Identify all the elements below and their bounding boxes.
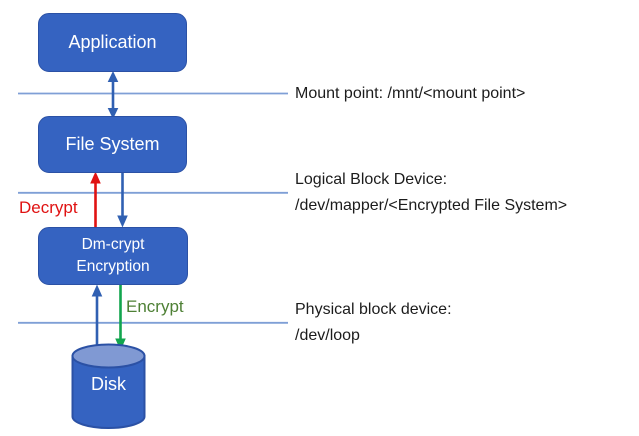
logical-block-boundary-label-line1: Logical Block Device: — [295, 171, 448, 188]
physical-block-boundary-label-line1: Physical block device: — [295, 301, 452, 318]
filesystem-dmcrypt-arrow — [117, 172, 128, 228]
mount-point-boundary-label-line1: Mount point: /mnt/<mount point> — [295, 85, 526, 102]
arrowhead-down-icon — [117, 215, 128, 228]
application-node: Application — [38, 13, 187, 72]
disk-dmcrypt-arrow — [91, 284, 103, 347]
logical-block-boundary-label-line2: /dev/mapper/<Encrypted File System> — [295, 196, 568, 214]
dm-crypt-node: Dm-crypt Encryption — [38, 227, 188, 285]
dm-crypt-node-label-line1: Dm-crypt — [81, 235, 145, 253]
arrowhead-up-icon — [91, 284, 103, 297]
encrypt-arrow — [115, 285, 126, 351]
physical-block-boundary-label-line2: /dev/loop — [295, 326, 360, 344]
arrowhead-up-icon — [90, 171, 101, 184]
dm-crypt-node-label-line2: Encryption — [76, 258, 150, 275]
logical-block-boundary-label: Logical Block Device: /dev/mapper/<Encry… — [295, 167, 567, 218]
file-system-node-label: File System — [65, 134, 160, 154]
decrypt-flow-label: Decrypt — [19, 198, 78, 217]
application-node-label: Application — [68, 32, 157, 52]
disk-cylinder-top — [71, 343, 146, 369]
disk-cylinder-body — [71, 355, 146, 429]
mount-point-boundary-label: Mount point: /mnt/<mount point> — [295, 83, 525, 104]
arrowhead-up-icon — [107, 71, 119, 82]
decrypt-arrow — [90, 171, 101, 227]
disk-node-label: Disk — [91, 374, 126, 394]
arrowhead-down-icon — [107, 108, 119, 119]
file-system-node: File System — [38, 116, 187, 173]
app-filesystem-arrow — [107, 71, 119, 119]
physical-block-boundary-label: Physical block device: /dev/loop — [295, 297, 452, 348]
encrypt-flow-label: Encrypt — [126, 297, 184, 316]
disk-cylinder — [71, 343, 146, 429]
